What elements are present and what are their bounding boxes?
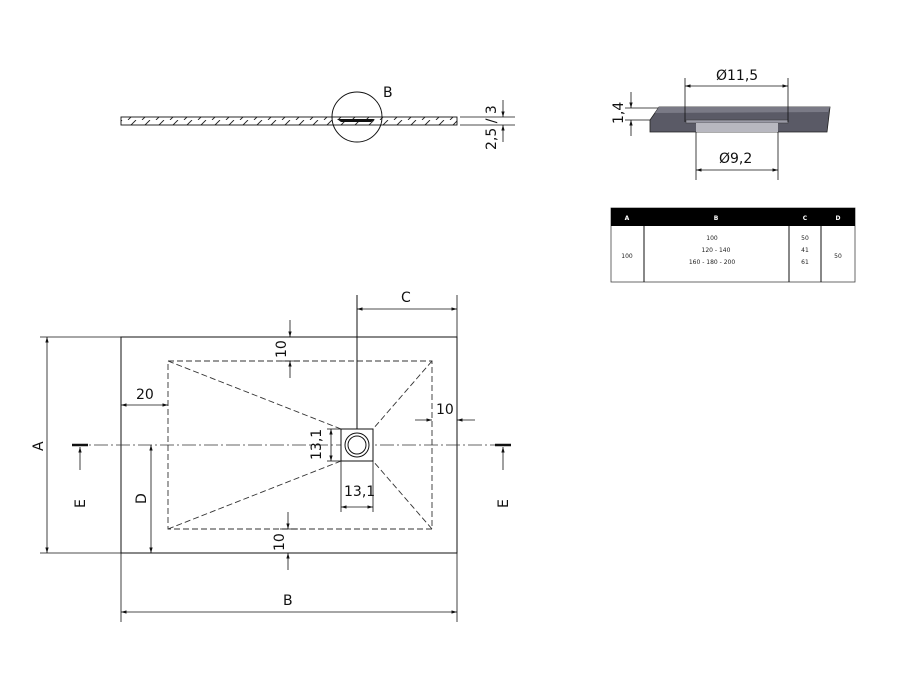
- detail-label: B: [383, 85, 393, 101]
- dim-c-label: C: [401, 290, 411, 306]
- table-header-b: B: [714, 215, 719, 222]
- detail-circle: [331, 91, 383, 143]
- tray-section: [120, 116, 458, 126]
- margin-bottom-label: 10: [272, 533, 288, 551]
- height-label: 1,4: [611, 102, 627, 124]
- table-cell-b: 120 - 140: [702, 247, 731, 254]
- drain: [340, 428, 374, 462]
- drain-detail-view: Ø11,5 Ø9,2 1,4: [611, 68, 831, 180]
- section-right-label: E: [496, 499, 512, 508]
- dim-b-label: B: [283, 593, 293, 609]
- dim-a-label: A: [31, 441, 47, 451]
- table-cell-b: 160 - 180 - 200: [689, 259, 735, 266]
- table-cell-b: 100: [706, 235, 718, 242]
- drain-height-label: 13,1: [309, 429, 325, 460]
- plan-view: C 10 20 10 13,1 13,1 10 D A: [31, 290, 512, 622]
- table-cell-d: 50: [834, 253, 842, 260]
- section-left-label: E: [73, 499, 89, 508]
- section-view: B 2,5 / 3: [120, 85, 515, 150]
- outer-diameter-label: Ø11,5: [716, 68, 758, 84]
- table-header-a: A: [625, 215, 630, 222]
- dim-d-label: D: [134, 493, 150, 504]
- margin-left-label: 20: [136, 387, 154, 403]
- table-cell-a: 100: [621, 253, 633, 260]
- dimensions-table: A B C D 100 100 120 - 140 160 - 180 - 20…: [610, 207, 856, 283]
- table-cell-c: 50: [801, 235, 809, 242]
- table-header-d: D: [836, 215, 841, 222]
- table-cell-c: 61: [801, 259, 809, 266]
- margin-top-label: 10: [274, 340, 290, 358]
- margin-right-label: 10: [436, 402, 454, 418]
- table-header-c: C: [803, 215, 808, 222]
- thickness-label: 2,5 / 3: [484, 105, 500, 150]
- table-cell-c: 41: [801, 247, 809, 254]
- inner-diameter-label: Ø9,2: [719, 151, 752, 167]
- drain-section: [337, 119, 375, 122]
- drain-width-label: 13,1: [344, 484, 375, 500]
